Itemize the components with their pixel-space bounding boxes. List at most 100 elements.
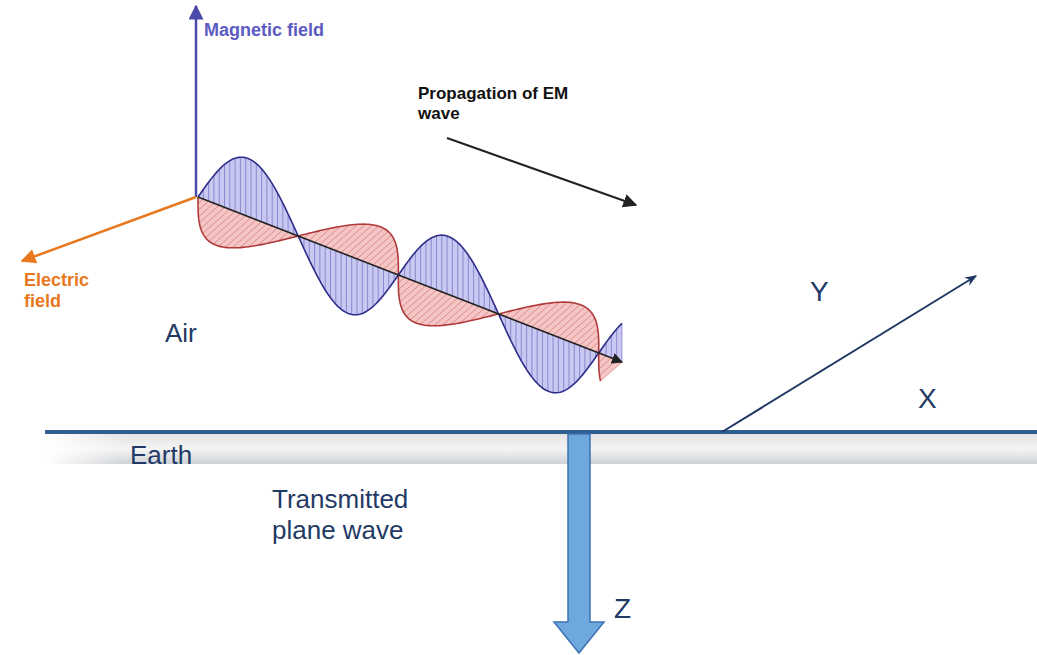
electric-wave (198, 197, 601, 381)
wave-hatch (351, 257, 352, 315)
wave-hatch (330, 249, 331, 298)
wave-hatch (425, 242, 426, 286)
wave-hatch (601, 362, 622, 381)
wave-hatch (473, 263, 474, 304)
wave-hatch (569, 318, 595, 341)
axis-label: Z (614, 592, 654, 625)
wave-hatch (457, 242, 458, 298)
earth-surface (45, 430, 1037, 434)
wave-hatch (245, 158, 246, 216)
wave-hatch (543, 303, 575, 331)
wave-hatch (384, 256, 398, 269)
wave-hatch (410, 292, 442, 320)
wave-hatch (368, 239, 394, 263)
wave-hatch (201, 207, 225, 228)
wave-hatch (553, 307, 585, 335)
wave-hatch (219, 169, 220, 205)
wave-hatch (431, 238, 432, 288)
wave-hatch (599, 360, 616, 375)
wave-hatch (232, 222, 261, 248)
electric-arrow (22, 197, 196, 261)
wave-hatch (357, 231, 388, 259)
wave-hatch (203, 209, 230, 233)
wave-hatch (569, 341, 570, 388)
wave-hatch (256, 164, 257, 220)
wave-hatch (427, 298, 458, 325)
wave-hatch (208, 182, 209, 201)
em-wave (198, 157, 622, 393)
wave-hatch (282, 203, 283, 230)
wave-hatch (199, 205, 219, 223)
wave-hatch (542, 331, 543, 388)
wave-hatch (399, 282, 415, 296)
wave-hatch (272, 184, 273, 226)
wave-hatch (611, 335, 612, 357)
wave-hatch (341, 253, 342, 310)
wave-hatch (616, 329, 617, 360)
wave-hatch (410, 259, 411, 280)
wave-hatch (266, 176, 267, 224)
medium-label: Air (165, 318, 245, 349)
wave-hatch (314, 242, 315, 271)
wave-hatch (553, 335, 554, 392)
magnetic-arrow (195, 6, 198, 197)
wave-hatch (580, 329, 598, 345)
wave-label: Transmitted plane wave (272, 484, 452, 545)
wave-hatch (224, 164, 225, 207)
wave-hatch (537, 329, 538, 383)
wave-hatch (434, 300, 463, 326)
wave-hatch (277, 193, 278, 228)
wave-hatch (599, 358, 611, 369)
wave-hatch (521, 323, 522, 361)
wave-hatch (240, 157, 241, 213)
z-arrow (554, 434, 604, 653)
wave-hatch (362, 261, 363, 313)
wave-hatch (447, 236, 448, 294)
wave-hatch (484, 283, 485, 308)
wave-hatch (468, 255, 469, 302)
wave-hatch (599, 356, 606, 363)
wave-hatch (463, 248, 464, 300)
axis-label: X (918, 382, 958, 415)
wave-hatch (362, 235, 391, 261)
wave-hatch (336, 224, 366, 250)
earth-band-fade (45, 434, 1037, 464)
wave-hatch (367, 263, 368, 311)
wave-hatch (372, 265, 373, 307)
wave-hatch (383, 269, 384, 295)
wave-hatch (585, 336, 599, 348)
wave-hatch (558, 337, 559, 392)
magnetic-wave-fill (198, 157, 622, 393)
wave-hatch (229, 161, 230, 210)
field-label: Electric field (24, 270, 119, 312)
wave-hatch (398, 277, 404, 283)
wave-hatch (574, 343, 575, 383)
wave-hatch (526, 325, 527, 370)
propagation-label: Propagation of EM wave (418, 84, 603, 124)
wave-hatch (590, 350, 591, 365)
wave-hatch (516, 321, 517, 351)
wave-hatch (225, 220, 256, 248)
wave-hatch (452, 238, 453, 296)
wave-hatch (478, 273, 479, 307)
wave-hatch (325, 247, 326, 290)
wave-hatch (406, 290, 436, 317)
wave-hatch (209, 214, 240, 242)
axis-label: Y (810, 275, 850, 308)
medium-label: Earth (130, 440, 240, 471)
wave-hatch (404, 288, 432, 313)
wave-hatch (378, 250, 397, 267)
wave-hatch (346, 255, 347, 313)
y-axis (722, 276, 976, 432)
wave-hatch (436, 236, 437, 290)
wave-hatch (420, 246, 421, 283)
wave-hatch (510, 319, 511, 341)
wave-hatch (261, 169, 262, 222)
wave-hatch (288, 214, 289, 232)
magnetic-wave (198, 157, 622, 393)
wave-hatch (198, 203, 213, 217)
wave-hatch (590, 342, 599, 350)
wave-hatch (401, 286, 426, 308)
wave-hatch (235, 158, 236, 211)
